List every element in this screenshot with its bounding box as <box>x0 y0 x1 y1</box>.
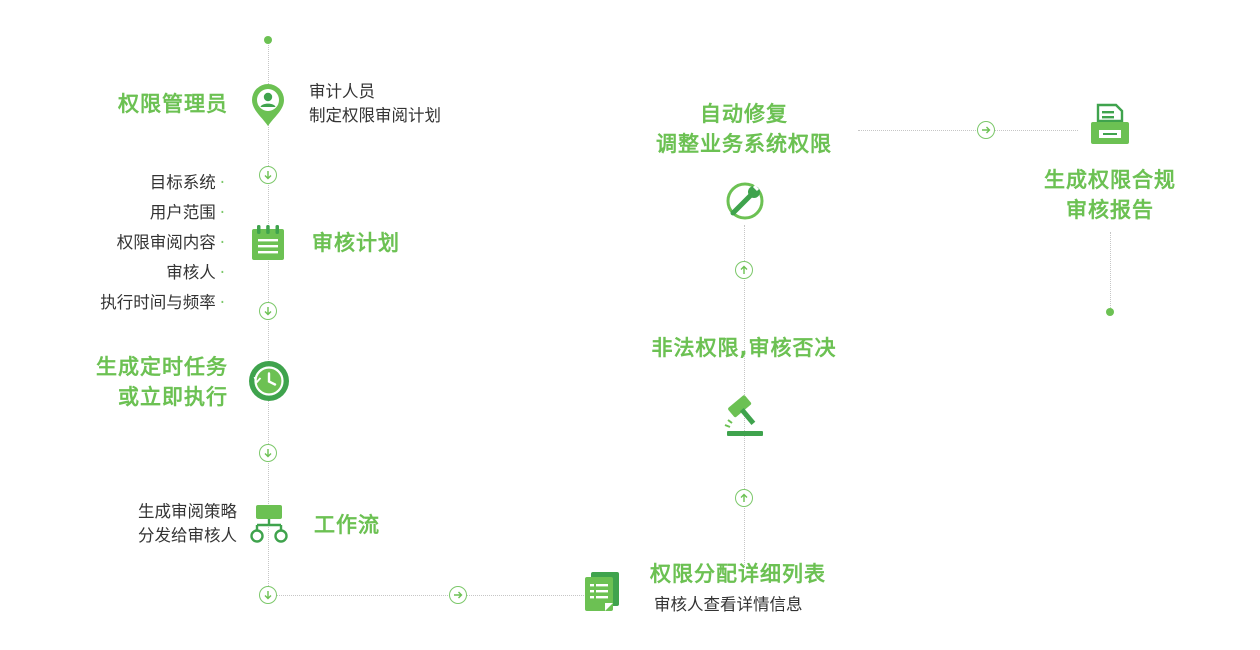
document-list-icon <box>585 572 619 611</box>
repair-title-line-1: 自动修复 <box>700 102 788 126</box>
plan-item: 执行时间与频率· <box>100 293 225 312</box>
plan-item: 用户范围· <box>149 203 225 222</box>
plan-item-label: 权限审阅内容 <box>116 233 216 252</box>
workflow-desc-line-2: 分发给审核人 <box>138 526 237 545</box>
arrow-right-icon <box>449 586 467 604</box>
gavel-icon <box>724 395 763 436</box>
arrow-down-icon <box>259 302 277 320</box>
task-title-line-1: 生成定时任务 <box>96 355 228 379</box>
workflow-desc-line-1: 生成审阅策略 <box>138 502 237 521</box>
admin-title: 权限管理员 <box>118 92 228 116</box>
workflow-title: 工作流 <box>314 513 380 537</box>
right-flow-line <box>1110 232 1111 312</box>
clock-icon <box>249 361 289 401</box>
printer-report-icon <box>1091 103 1129 144</box>
veto-title: 非法权限,审核否决 <box>651 336 837 360</box>
top-flow-line <box>858 130 1078 131</box>
arrow-down-icon <box>259 444 277 462</box>
plan-item: 目标系统· <box>149 173 225 192</box>
list-desc: 审核人查看详情信息 <box>654 595 803 614</box>
middle-flow-line <box>744 225 745 565</box>
arrow-down-icon <box>259 586 277 604</box>
arrow-up-icon <box>735 261 753 279</box>
repair-title-line-2: 调整业务系统权限 <box>656 132 832 156</box>
workflow-icon <box>250 505 288 543</box>
notepad-icon <box>252 225 284 260</box>
plan-item: 权限审阅内容· <box>116 233 225 252</box>
plan-item-label: 目标系统 <box>149 173 216 192</box>
plan-item-label: 用户范围 <box>149 203 216 222</box>
admin-desc-line-1: 审计人员 <box>309 82 375 101</box>
plan-item-label: 执行时间与频率 <box>100 293 216 312</box>
report-title-line-2: 审核报告 <box>1066 198 1154 222</box>
list-title: 权限分配详细列表 <box>650 562 826 586</box>
arrow-right-icon <box>977 121 995 139</box>
bottom-flow-line <box>268 595 586 596</box>
arrow-down-icon <box>259 166 277 184</box>
plan-item-label: 审核人 <box>166 263 216 282</box>
task-title-line-2: 或立即执行 <box>118 385 228 409</box>
wrench-icon <box>726 182 764 220</box>
flow-end-dot <box>1106 308 1114 316</box>
flow-start-dot <box>264 36 272 44</box>
plan-item: 审核人· <box>166 263 225 282</box>
plan-title: 审核计划 <box>312 231 400 255</box>
admin-desc-line-2: 制定权限审阅计划 <box>309 106 441 125</box>
arrow-up-icon <box>735 489 753 507</box>
report-title-line-1: 生成权限合规 <box>1044 168 1176 192</box>
user-location-pin-icon <box>252 84 284 126</box>
